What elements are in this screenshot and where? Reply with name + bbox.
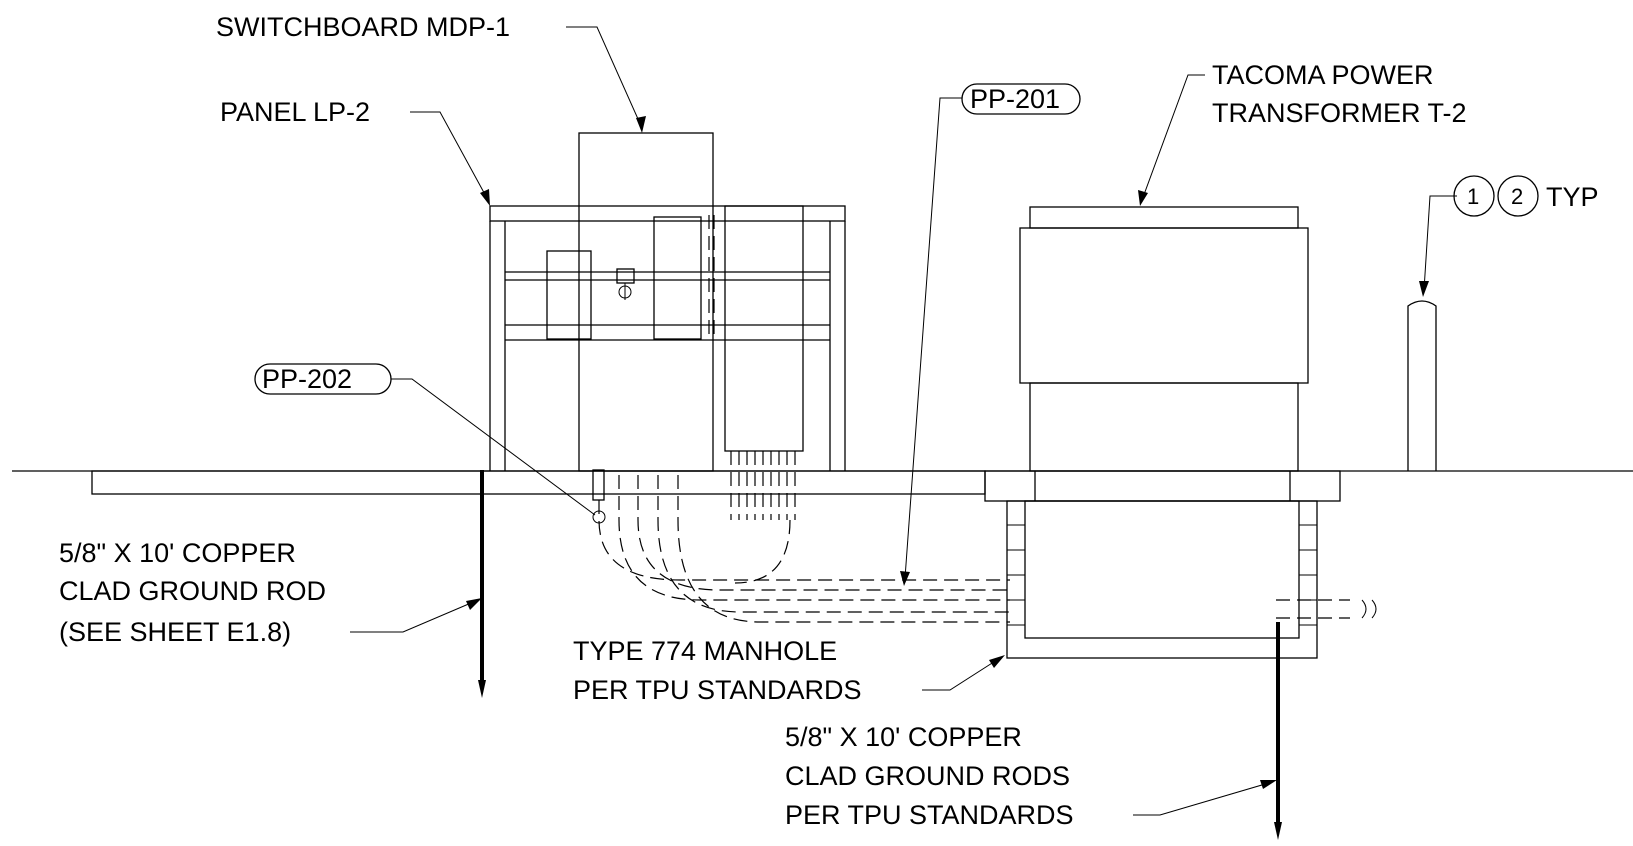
concrete-pad xyxy=(91,470,986,495)
tag-pp201-oval xyxy=(961,83,1081,115)
tag-pp202-oval xyxy=(254,363,392,395)
label-rod-left-line3: (SEE SHEET E1.8) xyxy=(59,617,291,647)
label-panel: PANEL LP-2 xyxy=(220,97,370,127)
label-rods-right-line1: 5/8" X 10' COPPER xyxy=(785,722,1022,752)
conduit-stubs-under-cabinet xyxy=(730,451,796,520)
transformer-t2 xyxy=(1019,206,1309,472)
keynote-2-circle xyxy=(1497,175,1539,217)
label-rod-left-line2: CLAD GROUND ROD xyxy=(59,576,326,606)
manhole-type-774 xyxy=(984,470,1341,659)
label-transformer-line2: TRANSFORMER T-2 xyxy=(1212,98,1467,128)
label-switchboard: SWITCHBOARD MDP-1 xyxy=(216,12,510,42)
switchboard-mdp1-body xyxy=(578,132,714,472)
leader-lines xyxy=(350,26,1457,816)
label-rod-left-line1: 5/8" X 10' COPPER xyxy=(59,538,296,568)
conduit-stub xyxy=(592,469,605,501)
label-rods-right-line2: CLAD GROUND RODS xyxy=(785,761,1070,791)
label-manhole-line1: TYPE 774 MANHOLE xyxy=(573,636,837,666)
duct-bank xyxy=(598,475,1377,623)
keynote-2: 2 xyxy=(1511,184,1523,209)
bollard xyxy=(1407,300,1437,471)
label-typ: TYP xyxy=(1546,182,1599,212)
tag-pp202: PP-202 xyxy=(262,364,352,394)
keynote-1-circle xyxy=(1453,175,1495,217)
keynote-1: 1 xyxy=(1467,184,1479,209)
label-manhole-line2: PER TPU STANDARDS xyxy=(573,675,862,705)
label-transformer-line1: TACOMA POWER xyxy=(1212,60,1434,90)
meter-base-box xyxy=(653,216,702,340)
panel-lp2-frame xyxy=(489,205,846,471)
tag-pp201: PP-201 xyxy=(970,84,1060,114)
panel-device-box xyxy=(546,250,592,340)
ct-cabinet xyxy=(724,205,804,452)
label-rods-right-line3: PER TPU STANDARDS xyxy=(785,800,1074,830)
disconnect-box xyxy=(616,268,635,284)
